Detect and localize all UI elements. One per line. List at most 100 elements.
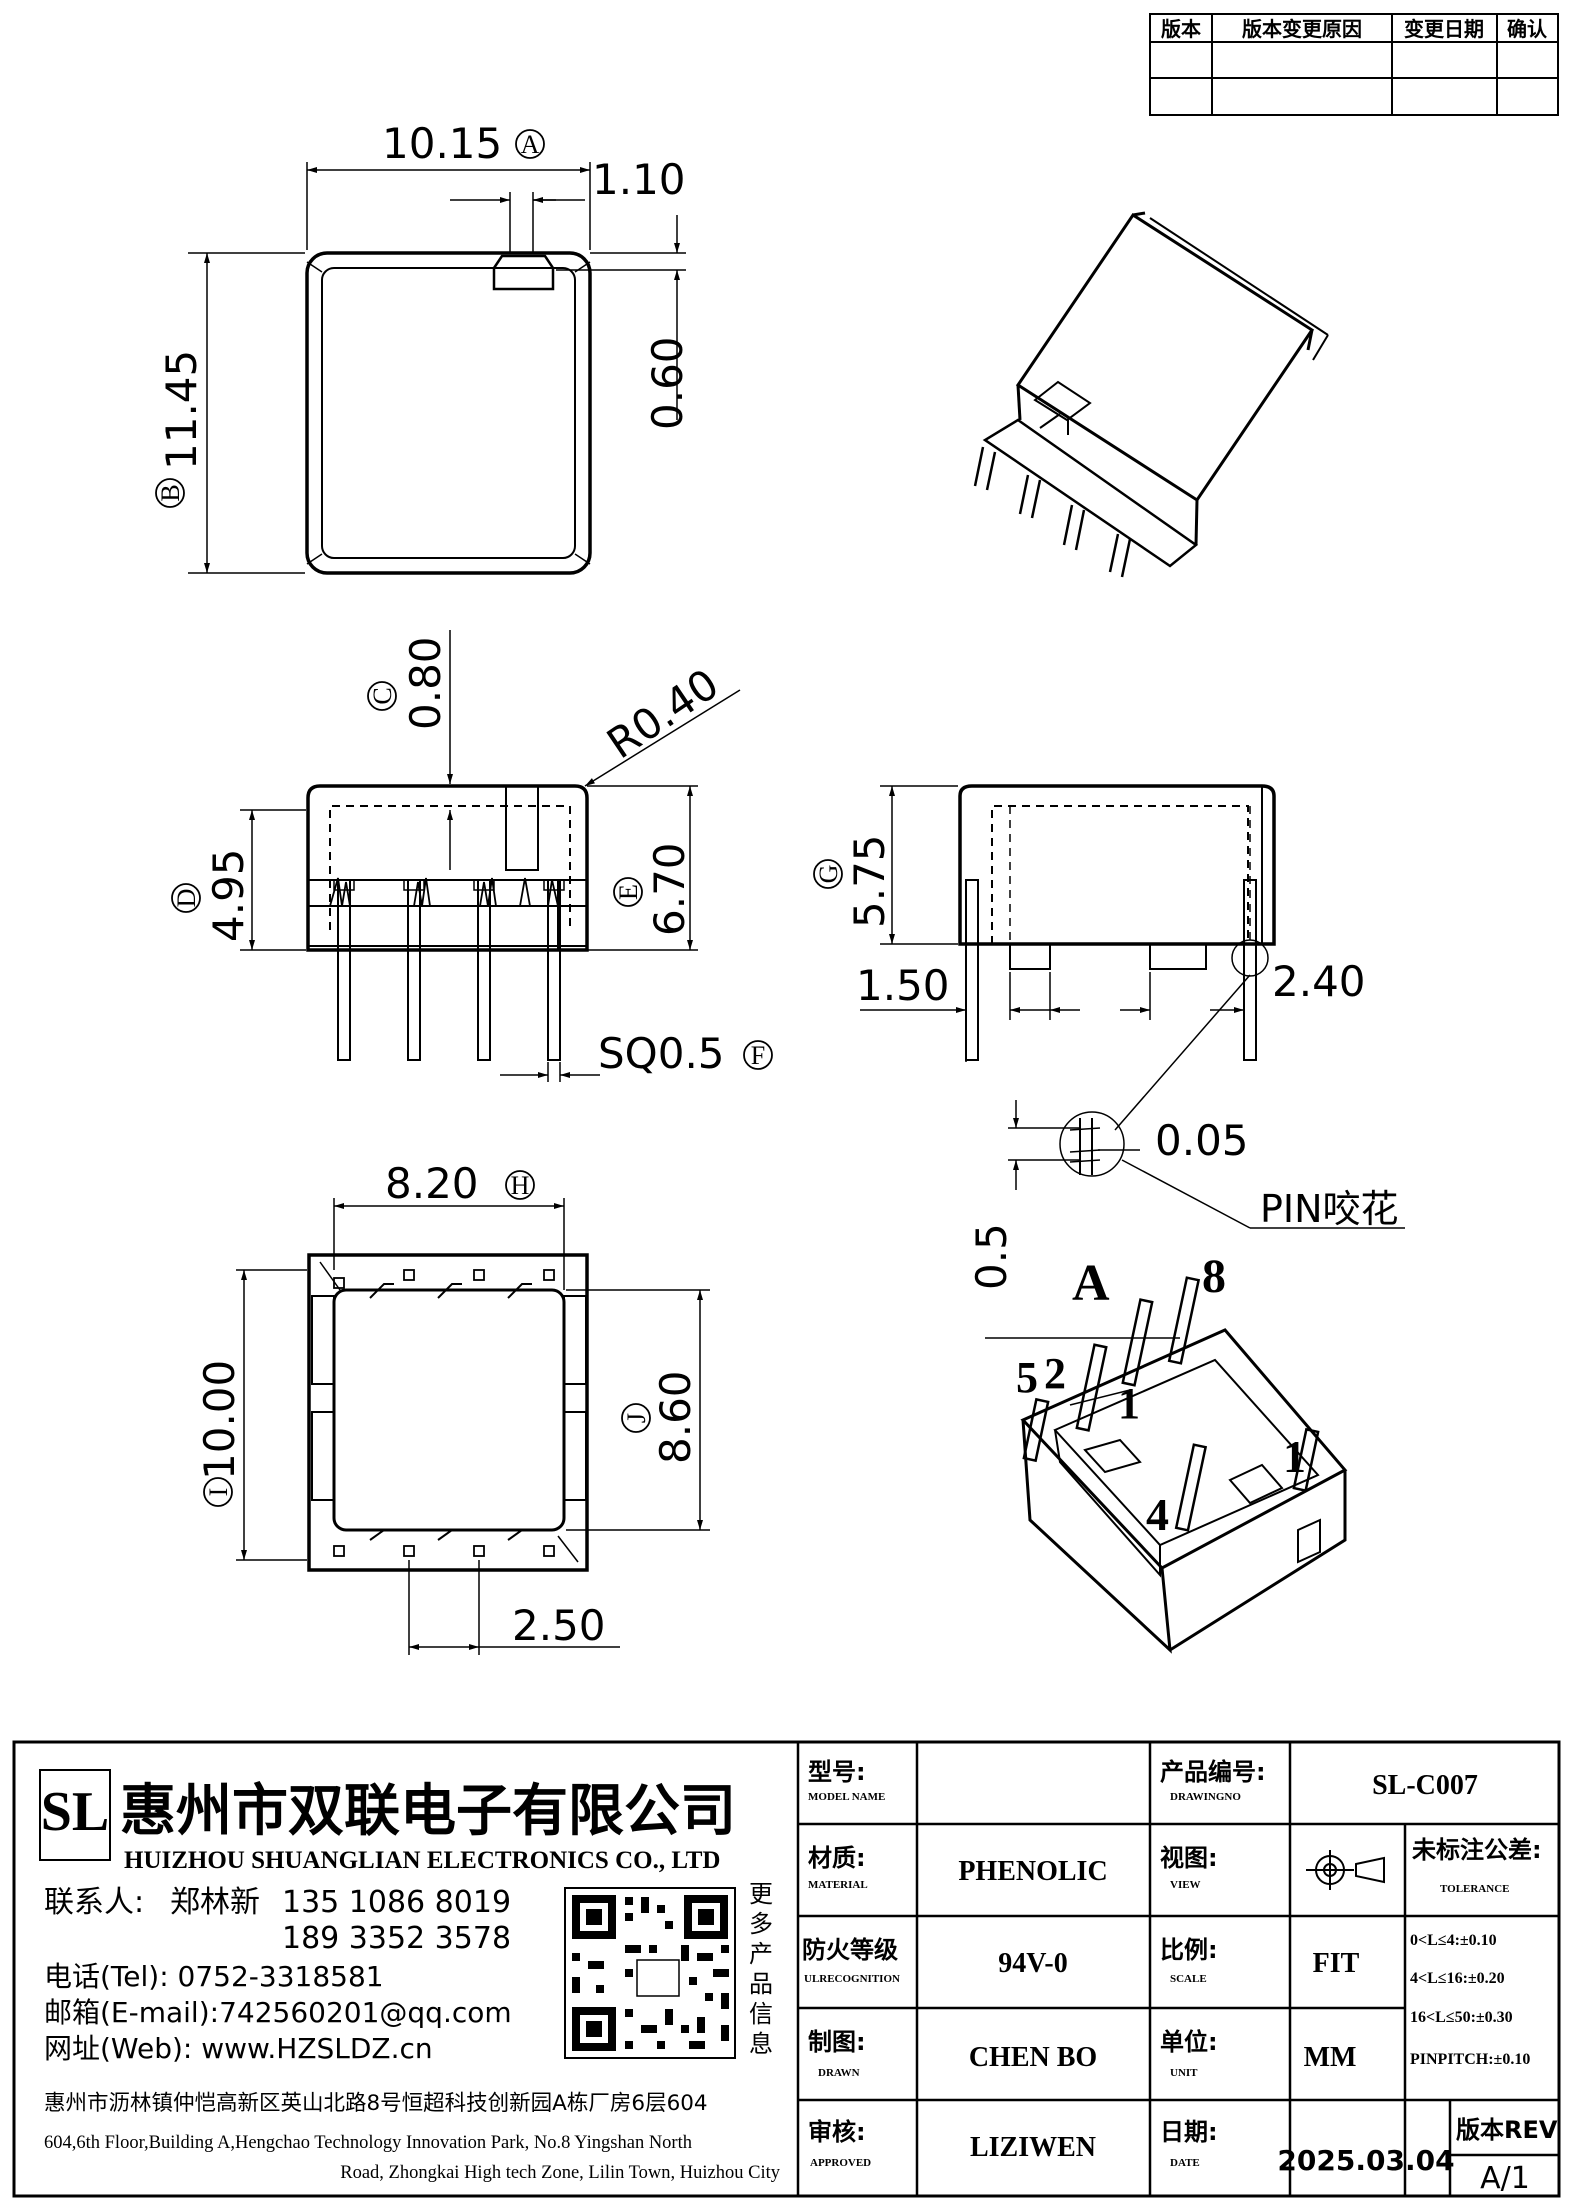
rev-header-reason: 版本变更原因 <box>1242 17 1362 41</box>
tb-date-en: DATE <box>1170 2157 1200 2169</box>
tb-tol-cn: 未标注公差: <box>1412 1836 1542 1864</box>
dim-bottom-height: 10.00 <box>195 1360 244 1480</box>
qr-code-icon <box>564 1887 736 2059</box>
tb-view-en: VIEW <box>1170 1879 1201 1891</box>
tag-g: G <box>814 865 843 884</box>
tag-c: C <box>368 687 397 704</box>
company-name-cn: 惠州市双联电子有限公司 <box>120 1779 736 1844</box>
tag-a: A <box>521 130 540 159</box>
dim-standoff: 1.50 <box>856 961 950 1010</box>
more-info-4: 品 <box>749 1970 773 1998</box>
tb-date-val: 2025.03.04 <box>1277 2144 1454 2177</box>
rev-header-date: 变更日期 <box>1404 17 1484 41</box>
tb-tol-line-2: 4<L≤16:±0.20 <box>1410 1970 1505 1987</box>
tb-drawn-val: CHEN BO <box>969 2042 1097 2073</box>
front-view-dims <box>240 630 741 1082</box>
more-info-3: 产 <box>749 1940 773 1968</box>
tb-drawing-val: SL-C007 <box>1372 1770 1478 1801</box>
tb-approved-val: LIZIWEN <box>970 2132 1096 2163</box>
dim-pitch: 2.50 <box>512 1601 606 1650</box>
address-en-1: 604,6th Floor,Building A,Hengchao Techno… <box>44 2133 692 2153</box>
dim-wall: 0.80 <box>401 636 450 730</box>
dim-side-height: 5.75 <box>845 834 894 928</box>
rev-header-confirm: 确认 <box>1507 17 1548 41</box>
tb-tol-line-1: 0<L≤4:±0.10 <box>1410 1932 1497 1949</box>
tb-material-en: MATERIAL <box>808 1879 868 1891</box>
tb-rev-label: 版本REV <box>1456 2116 1558 2144</box>
tb-material-val: PHENOLIC <box>958 1856 1107 1887</box>
dim-inner-height: 8.60 <box>651 1370 700 1464</box>
tb-drawing-en: DRAWINGNO <box>1170 1791 1241 1803</box>
iso-label-a: A <box>1072 1255 1110 1312</box>
dim-gap: 2.40 <box>1272 957 1366 1006</box>
tag-d: D <box>172 889 201 908</box>
address-en-2: Road, Zhongkai High tech Zone, Lilin Tow… <box>340 2163 780 2183</box>
dim-radius: R0.40 <box>598 659 727 768</box>
tb-view-cn: 视图: <box>1160 1844 1218 1872</box>
top-view-dims <box>188 162 686 574</box>
dim-body-height: 4.95 <box>204 848 253 942</box>
iso-label-1b: 1 <box>1283 1431 1306 1482</box>
projection-symbol-icon <box>1306 1850 1385 1890</box>
tb-unit-cn: 单位: <box>1160 2028 1218 2056</box>
iso-label-4: 4 <box>1146 1489 1169 1540</box>
more-info-5: 信 <box>749 2000 773 2028</box>
top-view <box>305 251 592 575</box>
iso-label-5: 5 <box>1016 1353 1038 1402</box>
iso-view-bottom <box>985 1276 1348 1654</box>
tb-unit-en: UNIT <box>1170 2067 1198 2079</box>
iso-label-8: 8 <box>1202 1250 1226 1303</box>
tb-fire-en: ULRECOGNITION <box>804 1973 900 1985</box>
bottom-view <box>307 1253 589 1572</box>
more-info-1: 更 <box>749 1880 773 1908</box>
title-block-grid <box>12 1740 1561 2198</box>
dim-top-height: 11.45 <box>157 350 206 470</box>
contact-phone-2: 189 3352 3578 <box>282 1921 511 1956</box>
tb-drawing-cn: 产品编号: <box>1160 1758 1266 1786</box>
contact-email: 邮箱(E-mail):742560201@qq.com <box>44 1996 512 2029</box>
tb-drawn-cn: 制图: <box>808 2028 866 2056</box>
tb-date-cn: 日期: <box>1160 2118 1218 2146</box>
pin-detail <box>1008 1100 1405 1229</box>
tb-tol-line-3: 16<L≤50:±0.30 <box>1410 2009 1513 2026</box>
tb-model-en: MODEL NAME <box>808 1791 885 1803</box>
tb-unit-val: MM <box>1304 2042 1357 2073</box>
iso-label-1: 1 <box>1118 1379 1140 1428</box>
tag-j: J <box>622 1413 651 1423</box>
more-info-6: 息 <box>749 2030 773 2058</box>
iso-view-top <box>973 211 1329 578</box>
tb-model-cn: 型号: <box>808 1758 866 1786</box>
dim-notch-width: 1.10 <box>592 155 686 204</box>
tb-material-cn: 材质: <box>808 1844 866 1872</box>
revision-table <box>1149 13 1559 116</box>
contact-phone-1: 135 1086 8019 <box>282 1885 511 1920</box>
contact-label: 联系人: <box>44 1885 144 1920</box>
svg-text:SL: SL <box>41 1781 110 1843</box>
bottom-view-dims <box>236 1198 710 1655</box>
iso-label-2: 2 <box>1044 1349 1066 1398</box>
tb-drawn-en: DRAWN <box>818 2067 860 2079</box>
contact-name: 郑林新 <box>170 1885 260 1920</box>
tag-h: H <box>511 1171 530 1200</box>
tag-f: F <box>751 1041 765 1070</box>
tb-fire-cn: 防火等级 <box>802 1936 898 1964</box>
side-view <box>958 784 1276 1061</box>
more-info-2: 多 <box>749 1910 773 1938</box>
tag-e: E <box>614 884 643 900</box>
front-view <box>306 784 589 1061</box>
tb-scale-cn: 比例: <box>1160 1936 1218 1964</box>
tb-approved-en: APPROVED <box>810 2157 871 2169</box>
tag-b: B <box>156 484 185 501</box>
tb-rev-val: A/1 <box>1480 2161 1530 2196</box>
address-cn: 惠州市沥林镇仲恺高新区英山北路8号恒超科技创新园A栋厂房6层604 <box>44 2091 708 2116</box>
tb-tol-en: TOLERANCE <box>1440 1883 1509 1895</box>
tb-approved-cn: 审核: <box>808 2118 866 2146</box>
dim-total-height: 6.70 <box>645 842 694 936</box>
dim-bottom-width: 8.20 <box>385 1159 479 1208</box>
company-name-en: HUIZHOU SHUANGLIAN ELECTRONICS CO., LTD <box>124 1847 720 1874</box>
side-view-dims <box>860 785 1251 1131</box>
rev-header-version: 版本 <box>1161 17 1201 41</box>
pin-note: PIN咬花 <box>1260 1187 1399 1231</box>
tb-scale-en: SCALE <box>1170 1973 1207 1985</box>
dim-top-width: 10.15 <box>382 119 502 168</box>
